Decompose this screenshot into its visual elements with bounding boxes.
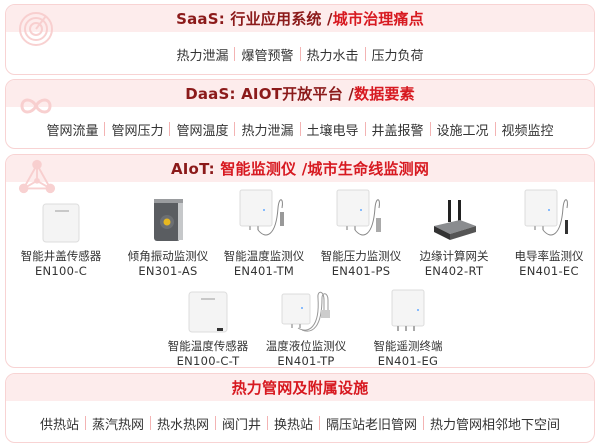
tag: 井盖报警: [371, 123, 424, 139]
white-box-sensor-image: [31, 192, 91, 244]
device-card: 智能遥测终端 EN401-EG: [358, 282, 458, 368]
tag: 管网压力: [111, 123, 164, 139]
white-box-probe-image: [519, 188, 579, 244]
infra-header: 热力管网及附属设施: [6, 374, 594, 401]
separator: [267, 416, 268, 430]
daas-panel: DaaS: AIOT开放平台 / 数据要素 管网流量 管网压力 管网温度 热力泄…: [5, 79, 595, 149]
infinity-icon: [20, 98, 52, 114]
tag: 视频监控: [501, 123, 554, 139]
aiot-title-prefix: AIoT:: [170, 159, 215, 178]
tag: 换热站: [274, 417, 314, 433]
device-name: 温度液位监测仪: [265, 339, 347, 353]
device-model: EN401-TM: [233, 264, 295, 278]
white-box-probe-image: [234, 188, 294, 244]
device-model: EN301-AS: [138, 264, 198, 278]
white-box-sensor-image: [178, 282, 238, 334]
device-model: EN401-EC: [519, 264, 579, 278]
separator: [149, 416, 151, 430]
saas-title-accent: 城市治理痛点: [332, 10, 424, 28]
device-model: EN401-TP: [277, 354, 335, 368]
device-card: 电导率监测仪 EN401-EC: [499, 188, 594, 278]
white-box-probe-image: [331, 188, 391, 244]
tag: 管网流量: [46, 123, 99, 139]
infra-tag-list: 供热站 蒸汽热网 热水热网 阀门井 换热站 隔压站老旧管网 热力管网相邻地下空间: [6, 405, 594, 441]
tag: 热力泄漏: [176, 48, 229, 64]
tag: 热力管网相邻地下空间: [430, 417, 561, 433]
device-name: 智能压力监测仪: [320, 249, 402, 263]
device-model: EN402-RT: [424, 264, 484, 278]
device-card: 智能温度传感器 EN100-C-T: [158, 282, 258, 368]
tag: 设施工况: [436, 123, 489, 139]
saas-panel: SaaS: 行业应用系统 / 城市治理痛点 热力泄漏 爆管预警 热力水击 压力负…: [5, 4, 595, 75]
device-card: 智能压力监测仪 EN401-PS: [311, 188, 411, 278]
aiot-title-main: 智能监测仪 /: [220, 160, 308, 178]
daas-tag-list: 管网流量 管网压力 管网温度 热力泄漏 土壤电导 井盖报警 设施工况 视频监控: [6, 111, 594, 147]
separator: [494, 122, 496, 136]
network-triangle-icon: [18, 159, 56, 194]
device-name: 智能井盖传感器: [20, 249, 102, 263]
separator: [364, 47, 366, 61]
device-card: 边缘计算网关 EN402-RT: [404, 192, 504, 278]
tag: 管网温度: [176, 123, 229, 139]
tag: 蒸汽热网: [91, 417, 144, 433]
separator: [364, 122, 366, 136]
white-box-terminal-image: [378, 282, 438, 334]
aiot-header: AIoT: 智能监测仪 / 城市生命线监测网: [6, 155, 594, 194]
tag: 热力泄漏: [241, 123, 294, 139]
white-box-dual-probe-image: [276, 282, 336, 334]
device-card: 智能温度监测仪 EN401-TM: [214, 188, 314, 278]
device-model: EN100-C: [34, 264, 88, 278]
separator: [234, 122, 236, 136]
saas-title-main: 行业应用系统 /: [230, 10, 333, 28]
daas-title-prefix: DaaS:: [185, 84, 236, 103]
device-name: 智能温度监测仪: [223, 249, 305, 263]
tag: 隔压站老旧管网: [326, 417, 418, 433]
separator: [429, 122, 431, 136]
device-name: 智能温度传感器: [167, 339, 249, 353]
aiot-title-accent: 城市生命线监测网: [307, 160, 430, 178]
separator: [234, 47, 236, 61]
radar-icon: [19, 12, 53, 46]
tag: 热水热网: [156, 417, 209, 433]
daas-header: DaaS: AIOT开放平台 / 数据要素: [6, 80, 594, 114]
tag: 土壤电导: [306, 123, 359, 139]
separator: [104, 122, 106, 136]
daas-title-accent: 数据要素: [354, 85, 415, 103]
separator: [423, 416, 425, 430]
separator: [299, 47, 301, 61]
gray-tilt-sensor-image: [138, 192, 198, 244]
device-card: 温度液位监测仪 EN401-TP: [256, 282, 356, 368]
device-model: EN401-EG: [377, 354, 439, 368]
tag: 供热站: [39, 417, 79, 433]
separator: [84, 416, 86, 430]
daas-title-main: AIOT开放平台 /: [241, 85, 354, 103]
device-model: EN100-C-T: [176, 354, 240, 368]
device-model: EN401-PS: [331, 264, 391, 278]
router-gateway-image: [424, 192, 484, 244]
aiot-panel: AIoT: 智能监测仪 / 城市生命线监测网 智能井盖传感器 EN100-C 倾…: [5, 154, 595, 368]
device-name: 电导率监测仪: [514, 249, 584, 263]
tag: 热力水击: [306, 48, 359, 64]
infrastructure-panel: 热力管网及附属设施 供热站 蒸汽热网 热水热网 阀门井 换热站 隔压站老旧管网 …: [5, 373, 595, 443]
device-name: 边缘计算网关: [419, 249, 489, 263]
device-name: 倾角振动监测仪: [127, 249, 209, 263]
tag: 压力负荷: [371, 48, 424, 64]
separator: [299, 122, 301, 136]
device-name: 智能遥测终端: [373, 339, 443, 353]
tag: 爆管预警: [241, 48, 294, 64]
infra-title: 热力管网及附属设施: [231, 379, 369, 397]
separator: [169, 122, 171, 136]
device-card: 倾角振动监测仪 EN301-AS: [118, 192, 218, 278]
saas-tag-list: 热力泄漏 爆管预警 热力水击 压力负荷: [6, 36, 594, 72]
separator: [214, 416, 216, 430]
separator: [319, 416, 321, 430]
device-card: 智能井盖传感器 EN100-C: [11, 192, 111, 278]
device-grid: 智能井盖传感器 EN100-C 倾角振动监测仪 EN301-AS 智能温度监测仪…: [6, 182, 594, 367]
tag: 阀门井: [221, 417, 261, 433]
saas-title-prefix: SaaS:: [176, 9, 225, 28]
saas-header: SaaS: 行业应用系统 / 城市治理痛点: [6, 5, 594, 46]
